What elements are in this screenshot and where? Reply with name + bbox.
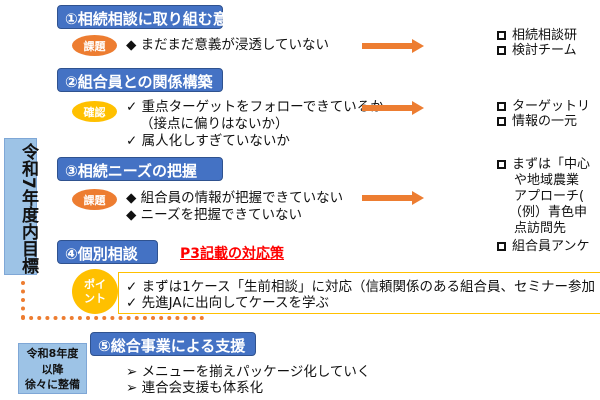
action-item-cont: や地域農業	[514, 173, 580, 188]
check-line: （接点に偏りはないか）	[140, 116, 289, 132]
checkbox-square-icon	[497, 31, 506, 40]
issue-badge: 課題	[72, 189, 117, 210]
action-item: 組合員アンケ	[497, 239, 589, 255]
section-2-header: ②組合員との関係構築	[57, 68, 223, 92]
check-line: ✓ 重点ターゲットをフォローできているか	[126, 99, 384, 115]
checkbox-square-icon	[497, 102, 506, 111]
action-item-cont: （例）青色申	[509, 205, 588, 220]
action-item-cont: 点訪問先	[514, 221, 567, 236]
checkbox-square-icon	[497, 46, 506, 55]
action-item: まずは「中心	[497, 157, 590, 173]
section-1-header: ①相続相談に取り組む意義	[57, 5, 243, 29]
period-label-line: 以降	[41, 362, 64, 376]
right-arrow-icon	[362, 39, 424, 53]
p3-reference-link[interactable]: P3記載の対応策	[180, 246, 285, 262]
period-label-r7: 令和7年度内目標	[4, 138, 38, 275]
check-line: ✓ 属人化しすぎていないか	[126, 133, 290, 149]
section-5-header: ⑤総合事業による支援	[90, 332, 256, 356]
check-badge: 確認	[72, 101, 117, 122]
support-line: ➢ 連合会支援も体系化	[126, 380, 264, 396]
action-item: 相続相談研	[497, 28, 577, 44]
action-item: 情報の一元	[497, 114, 577, 130]
checkbox-square-icon	[497, 117, 506, 126]
issue-line: ◆ ニーズを把握できていない	[126, 207, 302, 223]
action-item: ターゲットリ	[497, 99, 590, 115]
issue-badge: 課題	[72, 35, 117, 56]
period-label-r8: 令和8年度 以降 徐々に整備	[18, 343, 87, 394]
issue-line: ◆ まだまだ意義が浸透していない	[126, 37, 329, 53]
checkbox-square-icon	[497, 160, 506, 169]
dotted-connector-vertical	[21, 281, 25, 319]
section-3-header: ③相続ニーズの把握	[57, 157, 223, 181]
checkbox-square-icon	[497, 242, 506, 251]
action-item-cont: アプローチ(	[514, 189, 585, 204]
section-4-header: ④個別相談	[57, 240, 158, 264]
point-line: ✓ 先進JAに出向してケースを学ぶ	[126, 295, 330, 311]
action-item: 検討チーム	[497, 43, 577, 59]
dotted-connector-horizontal	[21, 316, 204, 320]
issue-line: ◆ 組合員の情報が把握できていない	[126, 190, 344, 206]
right-arrow-icon	[362, 101, 424, 115]
point-badge: ポイント	[72, 269, 118, 314]
point-line: ✓ まずは1ケース「生前相談」に対応（信頼関係のある組合員、セミナー参加	[126, 279, 596, 295]
period-label-line: 徐々に整備	[25, 378, 80, 391]
point-box	[118, 272, 600, 314]
right-arrow-icon	[362, 191, 424, 205]
support-line: ➢ メニューを揃えパッケージ化していく	[126, 364, 371, 380]
period-label-line: 令和8年度	[26, 347, 79, 360]
